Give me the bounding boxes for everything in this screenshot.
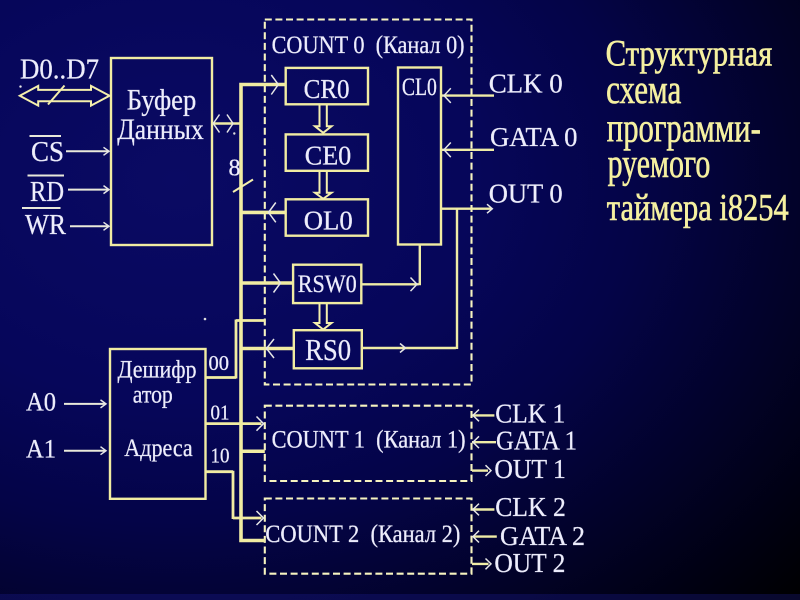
svg-text:GATA 0: GATA 0 [490,122,578,152]
svg-text:A1: A1 [26,435,56,464]
svg-text:Данных: Данных [117,113,204,146]
svg-text:Адреса: Адреса [124,435,192,462]
svg-text:Дешифр: Дешифр [118,357,197,384]
svg-text:Буфер: Буфер [127,84,197,117]
svg-text:COUNT 0 (Канал 0): COUNT 0 (Канал 0) [272,32,465,59]
svg-text:CE0: CE0 [305,141,352,171]
svg-text:CLK 1: CLK 1 [495,399,565,429]
svg-text:Структурная: Структурная [606,33,773,74]
svg-text:RSW0: RSW0 [298,271,357,298]
svg-text:OL0: OL0 [304,205,353,235]
svg-text:8: 8 [229,156,241,182]
svg-text:OUT 2: OUT 2 [494,548,565,578]
svg-text:CS: CS [31,137,64,168]
svg-text:10: 10 [211,444,230,468]
svg-text:COUNT 1 (Канал 1): COUNT 1 (Канал 1) [272,427,466,454]
svg-text:01: 01 [211,400,230,424]
svg-text:руемого: руемого [608,140,711,186]
svg-text:атор: атор [133,381,173,408]
svg-text:D0..D7: D0..D7 [20,54,99,86]
svg-text:COUNT 2 (Канал 2): COUNT 2 (Канал 2) [265,521,460,548]
svg-text:GATA 2: GATA 2 [500,521,585,551]
svg-text:CLK 0: CLK 0 [489,69,563,99]
svg-text:RD: RD [30,177,64,208]
svg-text:OUT 1: OUT 1 [494,454,566,484]
svg-text:A0: A0 [26,388,56,417]
svg-text:CLK 2: CLK 2 [495,492,566,522]
svg-text:схема: схема [606,66,681,112]
svg-text:GATA 1: GATA 1 [496,426,577,456]
svg-text:таймера i8254: таймера i8254 [607,187,789,229]
svg-text:WR: WR [25,210,66,241]
svg-text:RS0: RS0 [305,332,351,367]
svg-text:00: 00 [209,351,230,375]
svg-text:CR0: CR0 [304,74,350,104]
svg-text:OUT 0: OUT 0 [489,179,563,209]
svg-text:программи-: программи- [607,105,761,151]
svg-text:CL0: CL0 [402,74,437,101]
